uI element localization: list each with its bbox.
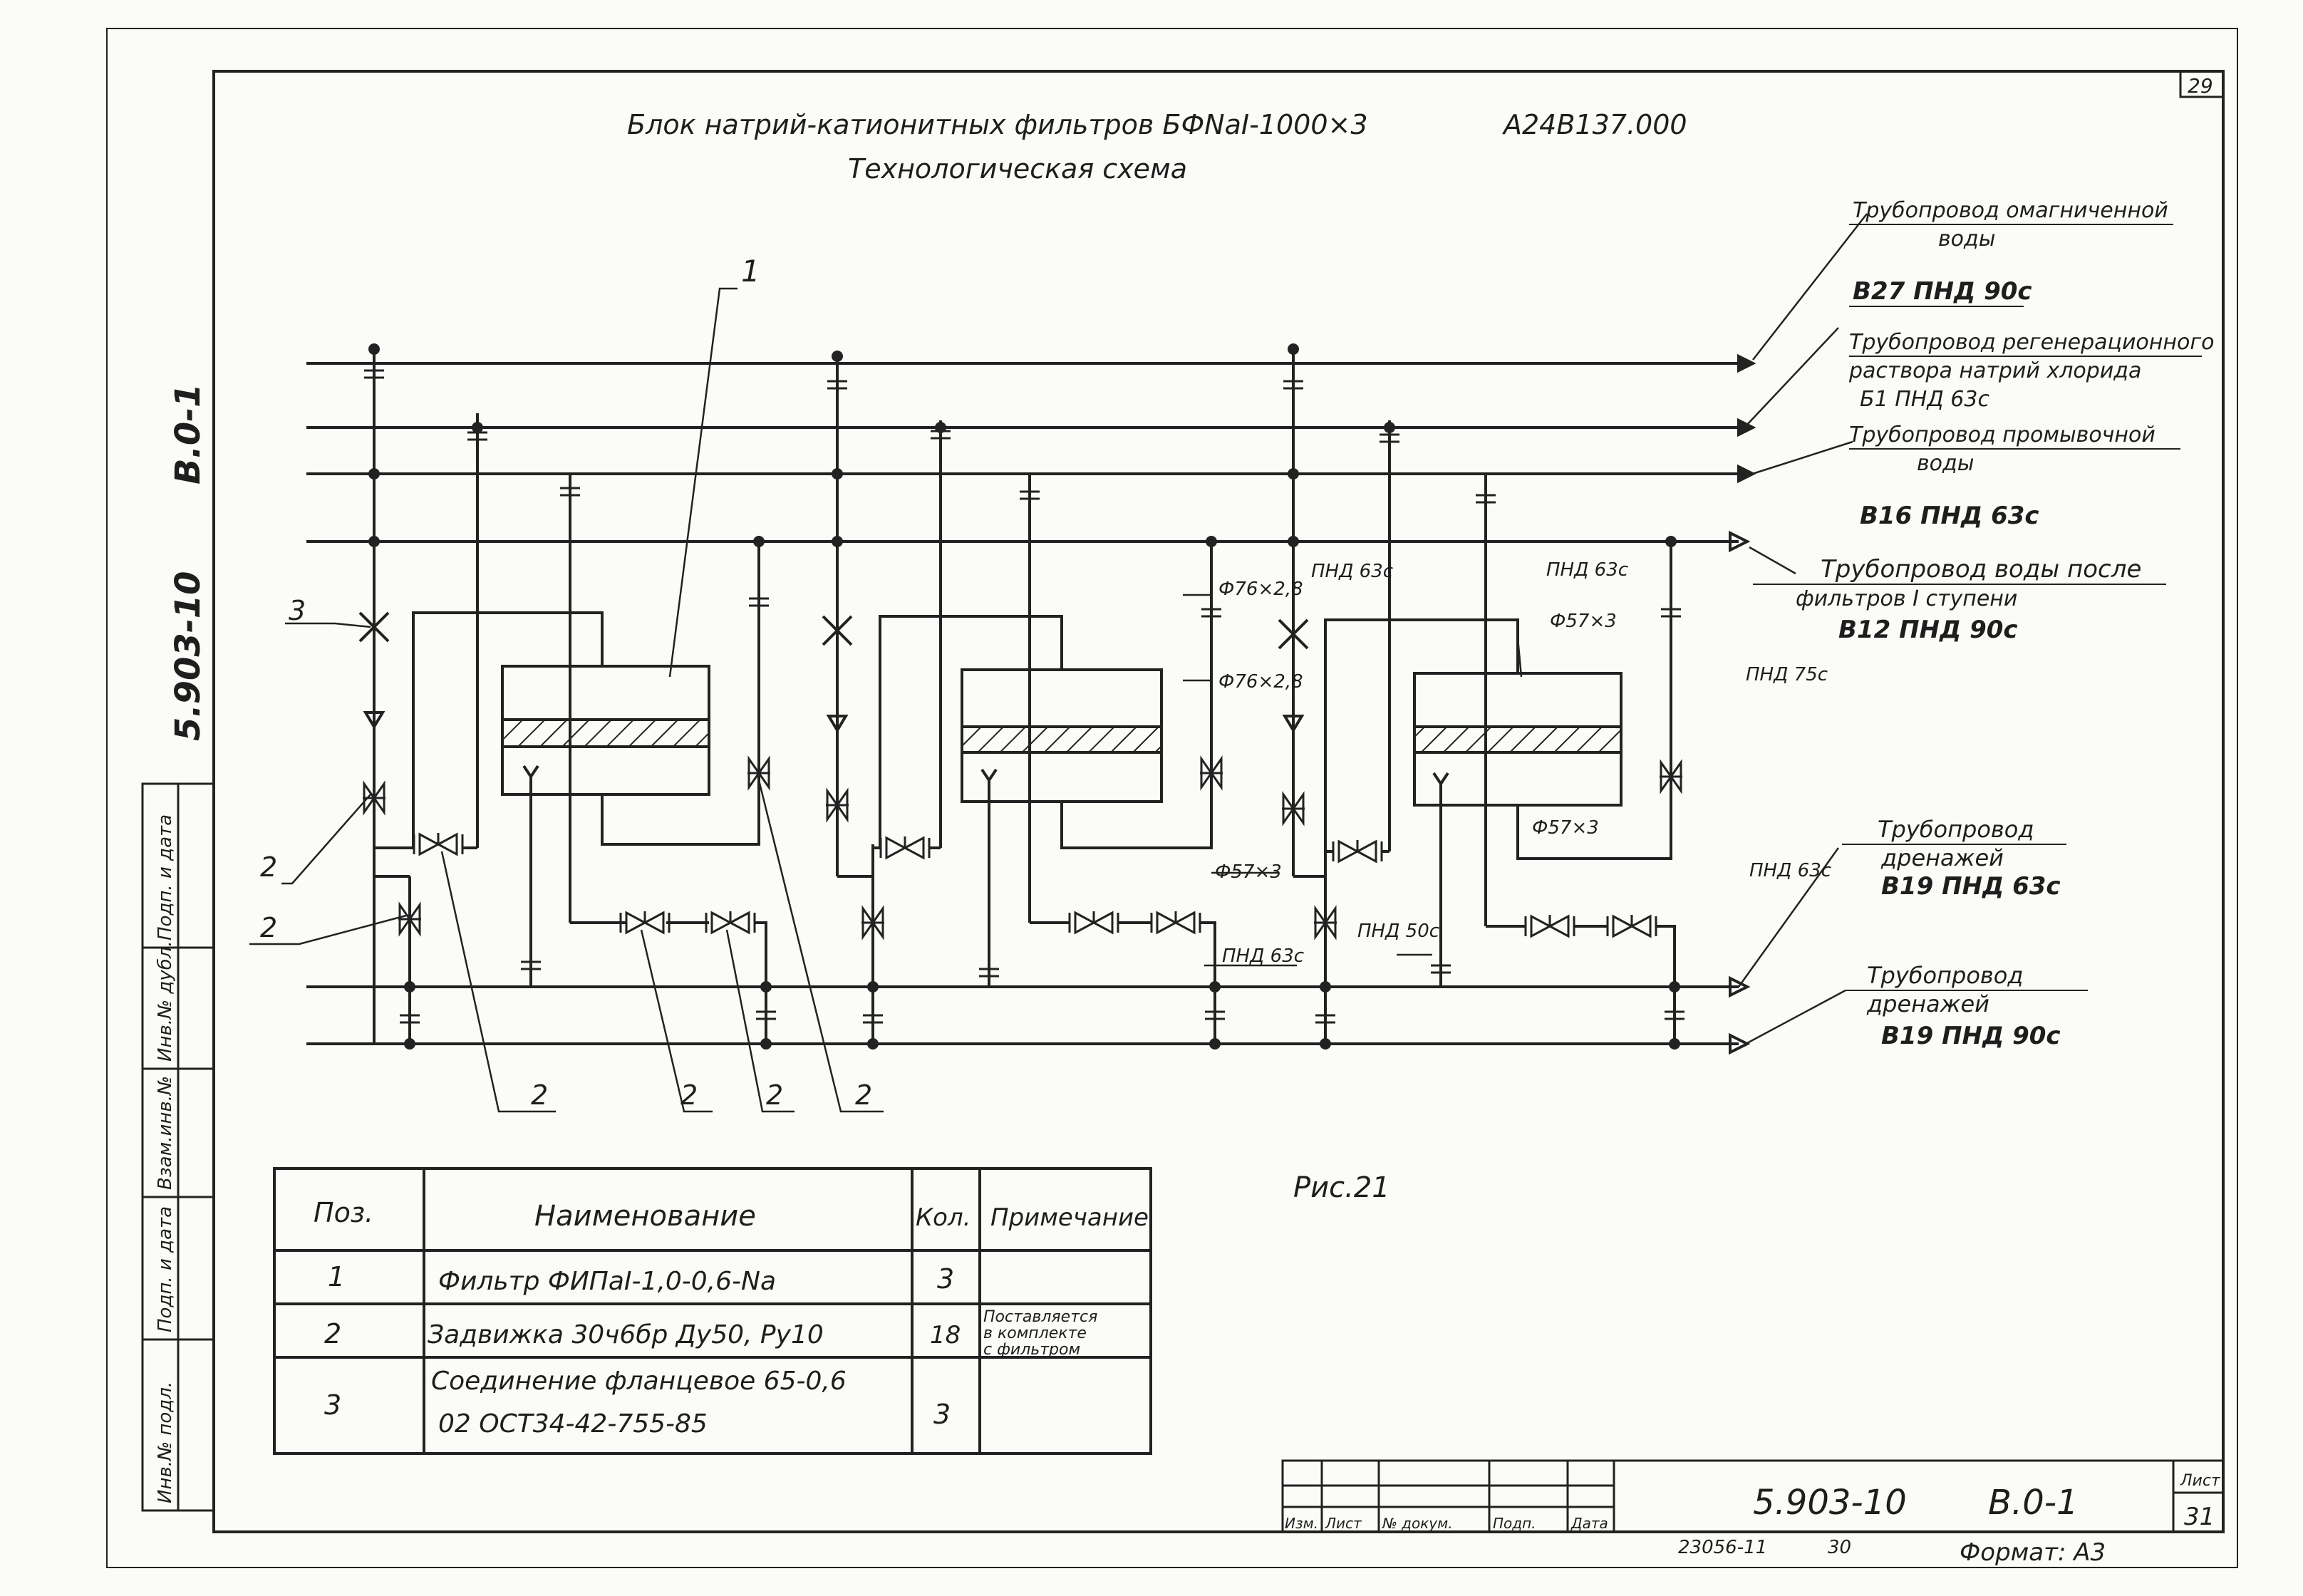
stamp-replace-inv: Взам.инв.№ [155,1076,176,1190]
label-d57-left: Ф57×3 [1215,861,1282,883]
tb-sheet-no: 31 [2184,1503,2215,1531]
table-row-2-name: Задвижка 30ч6бр Ду50, Ру10 [428,1320,824,1349]
callout-valve-a: 2 [260,851,277,883]
table-row-1-pos: 1 [328,1261,345,1292]
label-d76-top: Ф76×2,8 [1218,579,1303,600]
callout-flange: 3 [289,595,306,626]
stamp-sign-date-2: Подп. и дата [155,814,176,940]
pipeline-2-name: Трубопровод регенерационного [1849,330,2215,355]
label-pnd63-a: ПНД 63с [1311,561,1393,582]
stamp-inv-dup: Инв.№ дубл. [155,940,176,1062]
pipeline-5-name2: дренажей [1880,844,2004,871]
table-header-name: Наименование [534,1200,756,1233]
table-row-2-pos: 2 [324,1318,341,1349]
pipeline-6-spec: В19 ПНД 90с [1881,1022,2061,1050]
table-row-2-qty: 18 [930,1321,961,1349]
pipeline-2-spec: Б1 ПНД 63с [1860,387,1989,412]
spec-table: Поз. Наименование Кол. Примечание 1 Филь… [273,1167,1152,1455]
label-pnd63-d: ПНД 63с [1749,860,1831,881]
tb-copy-no: 30 [1828,1537,1851,1558]
tb-order-no: 23056-11 [1678,1537,1767,1558]
pipeline-1-name2: воды [1938,227,1995,252]
drawing-subtitle: Технологическая схема [848,153,1187,185]
pipeline-6-name: Трубопровод [1867,962,2023,989]
label-d76-mid: Ф76×2,8 [1218,671,1303,693]
callout-valve-f: 2 [855,1079,872,1111]
table-header-note: Примечание [990,1203,1149,1232]
label-pnd63-b: ПНД 63с [1546,559,1628,581]
pipeline-1-name: Трубопровод омагниченной [1853,198,2168,223]
table-row-1-qty: 3 [937,1263,954,1295]
stamp-sign-date-1: Подп. и дата [155,1206,176,1332]
table-row-2-note: Поставляется [983,1308,1097,1326]
callout-valve-d: 2 [680,1079,698,1111]
tb-col-sign: Подп. [1493,1515,1536,1532]
pipeline-labels: Трубопровод омагниченной воды В27 ПНД 90… [1753,198,2215,1050]
label-d57-top: Ф57×3 [1550,611,1617,632]
pipeline-5-name: Трубопровод [1878,816,2034,843]
tb-format: Формат: А3 [1960,1538,2106,1567]
tb-col-doc: № докум. [1382,1515,1453,1532]
table-row-2-note2: в комплекте [983,1325,1087,1342]
table-row-3-qty: 3 [933,1399,951,1430]
pipeline-5-spec: В19 ПНД 63с [1881,872,2061,901]
drawing-title: Блок натрий-катионитных фильтров БФNaI-1… [627,109,1368,140]
filter-unit-3 [1278,343,1686,1050]
tb-col-date: Дата [1570,1515,1608,1532]
table-row-3-name2: 02 ОСТ34-42-755-85 [438,1409,708,1439]
tb-col-list: Лист [1325,1515,1362,1532]
tb-col-izm: Изм. [1285,1515,1318,1532]
table-header-qty: Кол. [916,1203,971,1232]
pipeline-3-name: Трубопровод промывочной [1849,423,2155,447]
callout-valve-c: 2 [531,1079,548,1111]
tb-issue: В.0-1 [1988,1483,2079,1523]
side-series: 5.903-10 [168,571,208,741]
label-d57-bottom: Ф57×3 [1532,817,1599,839]
filter-unit-1 [358,343,777,1050]
callout-filter: 1 [741,254,760,289]
table-row-2-note3: с фильтром [983,1341,1080,1359]
table-row-1-name: Фильтр ФИПаI-1,0-0,6-Na [438,1267,776,1296]
pipeline-1-spec: В27 ПНД 90с [1853,277,2032,306]
tb-doc-code: 5.903-10 [1753,1483,1907,1523]
schematic [249,213,1868,1113]
side-stamp: Инв.№ подл. Подп. и дата Взам.инв.№ Инв.… [141,782,215,1512]
drawing-code: А24В137.000 [1501,109,1687,140]
callout-valve-e: 2 [766,1079,783,1111]
side-issue: В.0-1 [168,383,208,484]
sheet-frame [106,28,2238,1568]
pipeline-4-name2: фильтров I ступени [1796,586,2017,611]
pipeline-4-spec: В12 ПНД 90с [1838,616,2018,644]
filter-unit-2 [822,351,1226,1050]
pipeline-6-name2: дренажей [1866,990,1989,1017]
table-row-3-pos: 3 [324,1389,341,1421]
tb-sheet-label: Лист [2180,1472,2221,1490]
title-block: Изм. Лист № докум. Подп. Дата 5.903-10 В… [1281,1459,2225,1567]
page-number: 29 [2188,74,2213,98]
pipeline-3-spec: В16 ПНД 63с [1860,502,2039,530]
pipeline-4-name: Трубопровод воды после [1821,555,2141,584]
pipeline-2-name2: раствора натрий хлорида [1848,358,2141,383]
label-pnd75: ПНД 75с [1746,664,1828,685]
callout-valve-b: 2 [260,912,277,943]
label-pnd63-c: ПНД 63с [1222,945,1304,967]
pipeline-3-name2: воды [1917,451,1974,476]
table-header-pos: Поз. [314,1197,373,1228]
figure-caption: Рис.21 [1293,1171,1390,1204]
stamp-inv-orig: Инв.№ подл. [155,1382,176,1503]
pipe-size-labels: Ф76×2,8 Ф76×2,8 ПНД 63с ПНД 63с Ф57×3 ПН… [1215,559,1831,967]
table-row-3-name: Соединение фланцевое 65-0,6 [431,1367,847,1396]
label-pnd50: ПНД 50с [1357,921,1439,942]
